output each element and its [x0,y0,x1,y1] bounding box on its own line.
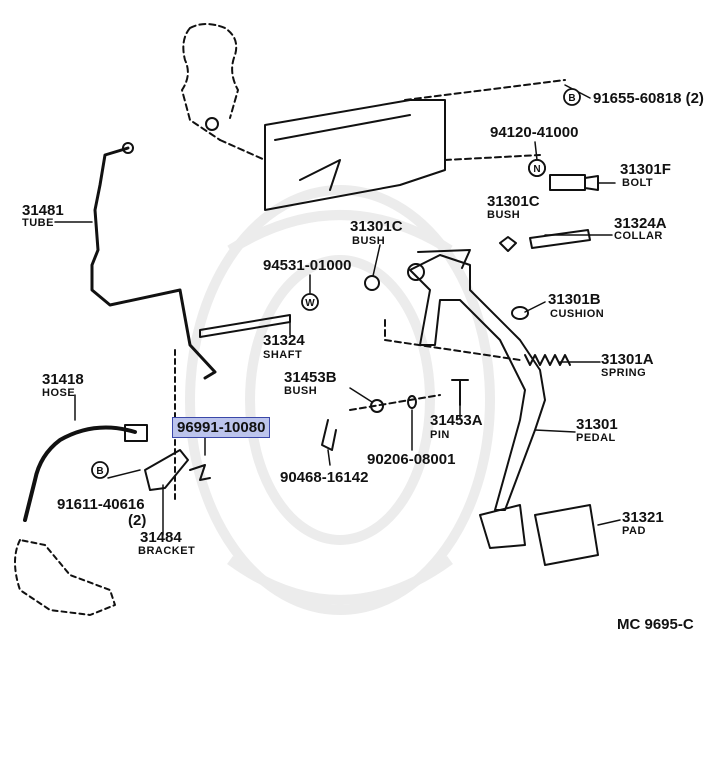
bush-31301c-2 [364,275,380,291]
part-31301-number: 31301 [576,416,618,433]
tube-fitting [122,142,134,154]
part-31453a-name: PIN [430,429,450,441]
pad-left [479,504,526,549]
part-31301f-number: 31301F [620,161,671,178]
bracket-bolt-hole [205,117,219,131]
marker-b-91611-text: B [96,466,103,477]
part-31453a-number: 31453A [430,412,483,429]
part-31324a-name: COLLAR [614,230,663,242]
part-90206-number: 90206-08001 [367,451,456,468]
hose-fitting [124,424,148,442]
part-31301a-name: SPRING [601,367,647,379]
part-31301c-number: 31301C [487,193,540,210]
marker-n-94120 [528,159,546,177]
clip-90468 [321,419,337,451]
pedal-support-bracket [264,99,446,211]
part-31418-name: HOSE [42,387,76,399]
part-31324-name: SHAFT [263,349,303,361]
bush-31453b [370,399,384,413]
part-31324-number: 31324 [263,332,305,349]
pedal-pivot [407,263,425,281]
watermark-emblem [185,185,495,615]
part-31301c-2-number: 31301C [350,218,403,235]
part-96991-highlighted-number[interactable]: 96991-10080 [172,417,271,438]
master-cylinder-outline [14,539,116,616]
part-31418-number: 31418 [42,371,84,388]
part-31301c-2-name: BUSH [352,235,386,247]
part-31453b-name: BUSH [284,385,318,397]
pin-31453a [451,379,469,406]
part-31484-name: BRACKET [138,545,196,557]
marker-b-91611 [91,461,109,479]
part-31453b-number: 31453B [284,369,337,386]
marker-w-94531 [301,293,319,311]
spring-31301a [524,354,571,366]
part-90468-number: 90468-16142 [280,469,369,486]
pad-31321 [534,504,599,566]
leader-lines [54,84,621,536]
part-91611-qty: (2) [128,512,147,529]
part-31324a-number: 31324A [614,215,667,232]
part-91611-number: 91611-40616 [57,496,145,513]
marker-w-94531-text: W [305,298,315,309]
marker-b-91655 [563,88,581,106]
part-31301b-number: 31301B [548,291,601,308]
collar-31324a [529,229,591,249]
part-31321-name: PAD [622,525,646,537]
diagram-code: MC 9695-C [617,616,694,633]
bush-31301c [499,236,517,252]
bolt-31301f [549,174,599,191]
marker-n-94120-text: N [533,164,540,175]
clip-96991 [189,464,211,481]
marker-b-91655-text: B [568,93,575,104]
hose-31418-line [23,425,137,522]
part-31301a-number: 31301A [601,351,654,368]
bracket-31484-shape [144,449,189,491]
part-31301f-name: BOLT [622,177,654,189]
part-31481-name: TUBE [22,217,54,229]
part-31301c-name: BUSH [487,209,521,221]
part-94120-number: 94120-41000 [490,124,579,141]
part-31321-number: 31321 [622,509,664,526]
floor-body-outline [181,23,239,141]
tube-31481-line [90,146,217,380]
part-31301-name: PEDAL [576,432,616,444]
pedal-arm [409,254,546,511]
part-91655-qty: (2) [685,90,704,107]
part-91655-label: 91655-60818 (2) [593,91,704,106]
part-31301b-name: CUSHION [550,308,605,320]
part-91655-number: 91655-60818 [593,90,682,107]
part-94531-number: 94531-01000 [263,257,352,274]
part-31484-number: 31484 [140,529,182,546]
washer-90206 [407,395,417,409]
cushion-31301b [511,306,529,320]
part-31481-number: 31481 [22,202,64,219]
